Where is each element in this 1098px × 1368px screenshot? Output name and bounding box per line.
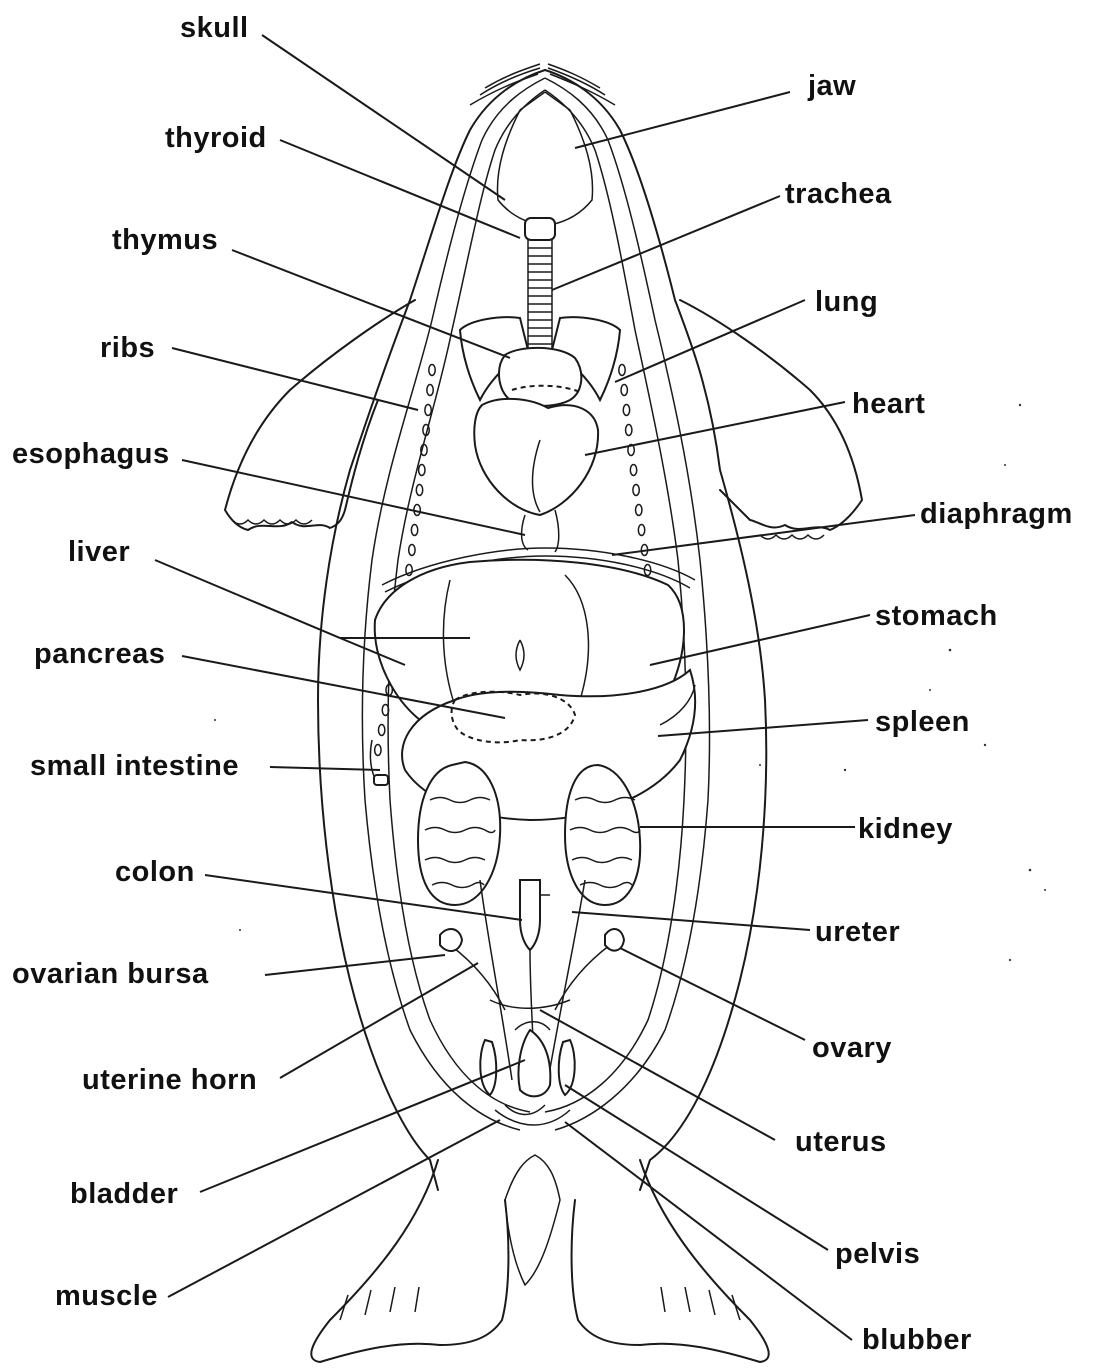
rib-mark <box>409 545 415 556</box>
leader-ovary <box>620 948 805 1040</box>
rib-mark <box>375 745 381 756</box>
leader-skull <box>262 35 505 200</box>
label-diaphragm: diaphragm <box>920 500 1073 529</box>
rib-mark <box>636 505 642 516</box>
rib-mark <box>630 465 636 476</box>
rib-mark <box>619 365 625 376</box>
leader-thymus <box>232 250 510 358</box>
esophagus-shape <box>522 510 559 552</box>
thymus-shape <box>499 348 581 406</box>
label-skull: skull <box>180 14 249 43</box>
label-uterine-horn: uterine horn <box>82 1066 257 1095</box>
kidney-left-shape <box>418 762 500 905</box>
leader-trachea <box>552 196 780 290</box>
rib-mark <box>411 525 417 536</box>
label-heart: heart <box>852 390 925 419</box>
rib-mark <box>419 465 425 476</box>
bladder-shape <box>480 1030 574 1096</box>
front-flipper-left <box>225 300 415 530</box>
label-jaw: jaw <box>808 72 856 101</box>
rib-mark <box>633 485 639 496</box>
label-pelvis: pelvis <box>835 1240 920 1269</box>
label-uterus: uterus <box>795 1128 887 1157</box>
rib-mark <box>416 485 422 496</box>
rib-mark <box>626 425 632 436</box>
leader-ovarian-bursa <box>265 955 445 975</box>
rib-mark <box>425 405 431 416</box>
leader-pelvis <box>565 1085 828 1250</box>
rear-flippers <box>311 1155 768 1362</box>
label-pancreas: pancreas <box>34 640 165 669</box>
label-small-intestine: small intestine <box>30 752 239 781</box>
ovary-shape <box>605 929 624 951</box>
label-trachea: trachea <box>785 180 892 209</box>
trachea-shape <box>525 218 555 350</box>
label-ovarian-bursa: ovarian bursa <box>12 960 209 989</box>
label-ureter: ureter <box>815 918 900 947</box>
label-esophagus: esophagus <box>12 440 170 469</box>
small-intestine-shape <box>370 740 388 785</box>
label-liver: liver <box>68 538 130 567</box>
leader-muscle <box>168 1120 500 1297</box>
label-bladder: bladder <box>70 1180 178 1209</box>
leader-ureter <box>572 912 810 930</box>
rib-mark <box>621 385 627 396</box>
leader-lung <box>615 300 805 382</box>
label-colon: colon <box>115 858 195 887</box>
heart-shape <box>474 399 598 515</box>
rib-mark <box>427 385 433 396</box>
leader-uterine-horn <box>280 963 478 1078</box>
rib-mark <box>623 405 629 416</box>
label-ovary: ovary <box>812 1034 892 1063</box>
label-thymus: thymus <box>112 226 218 255</box>
rib-mark <box>378 725 384 736</box>
skull-shape <box>497 92 592 225</box>
label-kidney: kidney <box>858 815 953 844</box>
label-blubber: blubber <box>862 1326 972 1355</box>
rib-mark <box>429 365 435 376</box>
label-stomach: stomach <box>875 602 998 631</box>
ovarian-bursa-shape <box>440 929 462 951</box>
leader-uterus <box>540 1010 775 1140</box>
label-lung: lung <box>815 288 878 317</box>
front-flipper-right <box>680 300 862 539</box>
label-muscle: muscle <box>55 1282 158 1311</box>
leader-diaphragm <box>612 515 915 555</box>
label-spleen: spleen <box>875 708 970 737</box>
label-thyroid: thyroid <box>165 124 267 153</box>
leader-esophagus <box>182 460 525 535</box>
rib-mark <box>638 525 644 536</box>
label-ribs: ribs <box>100 334 155 363</box>
